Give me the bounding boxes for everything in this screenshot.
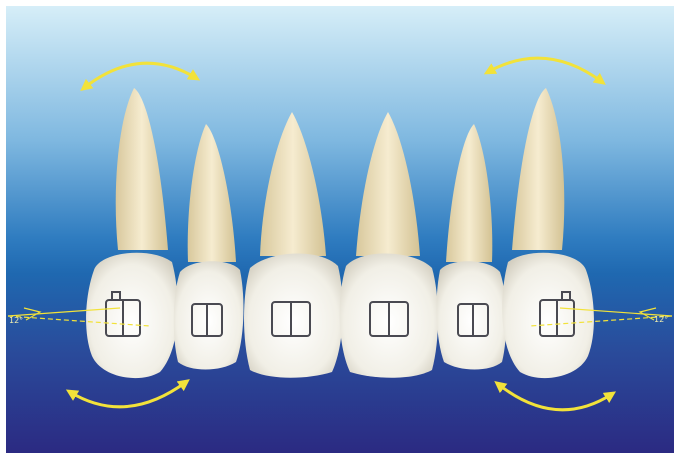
- angle-label-right: 12°: [654, 315, 668, 324]
- angle-label-left: 12°: [9, 316, 23, 325]
